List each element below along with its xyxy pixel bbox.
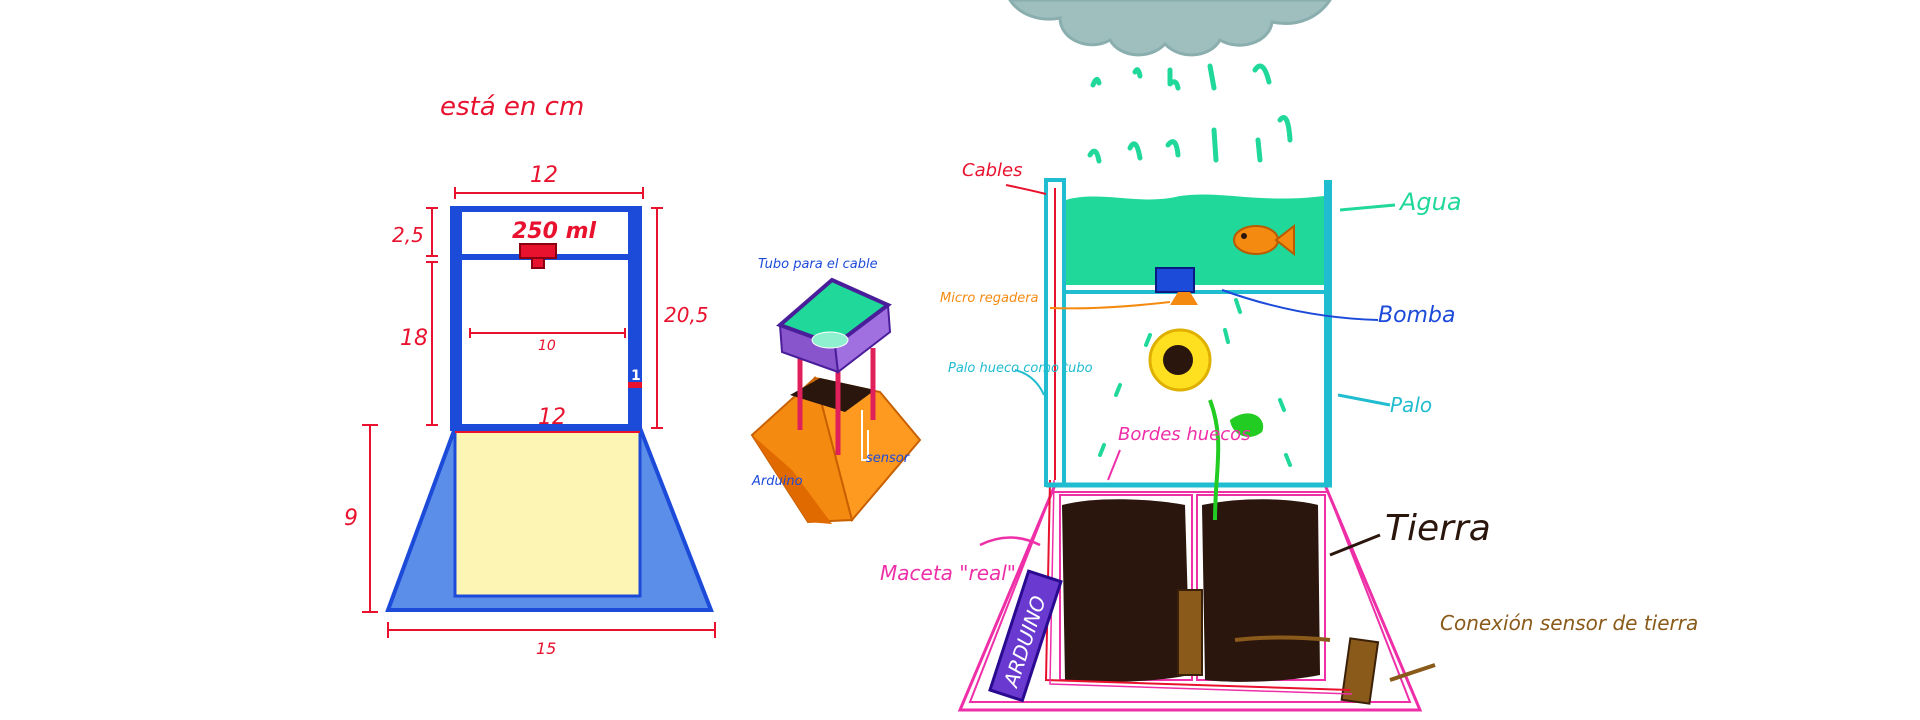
label-conexion-sensor: Conexión sensor de tierra (1440, 611, 1698, 635)
label-bomba: Bomba (1378, 303, 1455, 328)
arrow-regadera (1050, 302, 1170, 308)
soil-left (1062, 499, 1190, 682)
iso-arduino-label: Arduino (751, 474, 803, 489)
dim-base-width: 12 (538, 405, 566, 430)
cloud-icon (1010, 0, 1330, 55)
pump-icon (1156, 268, 1194, 292)
label-agua: Agua (1398, 188, 1462, 216)
label-palo-hueco: Palo hueco como tubo (948, 361, 1093, 376)
label-palo: Palo (1390, 393, 1432, 417)
arrow-cables (1006, 185, 1046, 194)
cutaway-view: ARDUINO (960, 180, 1420, 710)
soil-sensor-probe (1178, 590, 1202, 675)
iso-tube-label: Tubo para el cable (758, 257, 878, 272)
dim-top-width: 12 (530, 163, 558, 188)
label-cables: Cables (962, 160, 1022, 181)
arrow-bomba (1222, 290, 1378, 320)
units-note: está en cm (440, 92, 584, 122)
arrow-bordes (1108, 450, 1120, 480)
arrow-palo (1338, 395, 1390, 405)
dim-bottom-width: 15 (536, 639, 556, 658)
volume-label: 250 ml (512, 219, 597, 244)
dim-base-height: 9 (344, 506, 358, 531)
iso-sensor-label: sensor (866, 451, 911, 466)
label-micro-regadera: Micro regadera (940, 291, 1039, 306)
post-right (1324, 180, 1332, 485)
frame-left-post (450, 208, 462, 430)
label-tierra: Tierra (1385, 508, 1491, 549)
rain-drops (1090, 66, 1290, 161)
frame-right-post (628, 208, 642, 430)
dim-middle-height: 18 (400, 326, 428, 351)
dim-inner-width: 10 (538, 338, 556, 354)
label-maceta-real: Maceta "real" (880, 561, 1016, 585)
arrow-agua (1340, 205, 1395, 210)
pump-nozzle (532, 258, 544, 268)
dim-right-height: 20,5 (664, 303, 709, 327)
wall-thickness-label: 1 (631, 368, 641, 384)
soil-right (1202, 499, 1320, 682)
isometric-view: Tubo para el cable Arduino sensor (751, 257, 920, 524)
iso-water-reflection (812, 332, 848, 348)
soil-box (455, 430, 640, 596)
frame-top-bar (450, 206, 642, 212)
arrow-tierra (1330, 535, 1380, 555)
dim-top-height: 2,5 (392, 223, 424, 247)
pump-block (520, 244, 556, 258)
label-bordes-huecos: Bordes huecos (1118, 424, 1251, 445)
